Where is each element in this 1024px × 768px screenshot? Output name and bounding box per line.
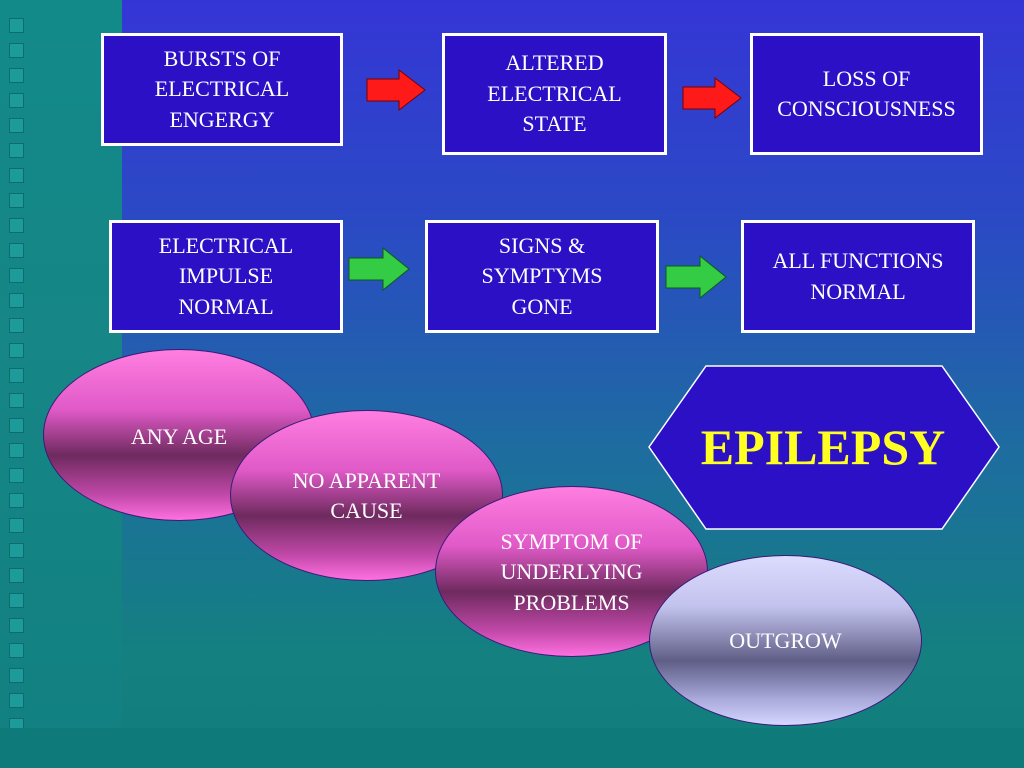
box-label: BURSTS OF ELECTRICAL ENGERGY xyxy=(154,45,290,132)
stripe-square xyxy=(9,543,24,558)
stripe-square xyxy=(9,243,24,258)
epilepsy-title: EPILEPSY xyxy=(700,419,946,475)
box-label: LOSS OF CONSCIOUSNESS xyxy=(777,65,956,121)
box-loss-of-consciousness: LOSS OF CONSCIOUSNESS xyxy=(750,33,983,155)
right-arrow-green-icon xyxy=(665,255,727,299)
right-arrow-green-icon xyxy=(348,247,410,291)
epilepsy-hexagon xyxy=(648,365,1000,530)
box-label: ELECTRICAL IMPULSE NORMAL xyxy=(158,232,294,319)
stripe-square xyxy=(9,118,24,133)
stripe-square xyxy=(9,43,24,58)
stripe-square xyxy=(9,468,24,483)
stripe-square xyxy=(9,393,24,408)
stripe-square xyxy=(9,218,24,233)
stripe-square xyxy=(9,193,24,208)
box-altered-electrical-state: ALTERED ELECTRICAL STATE xyxy=(442,33,667,155)
right-arrow-red-icon xyxy=(682,77,742,119)
ellipse-label: NO APPARENT CAUSE xyxy=(292,468,441,524)
stripe-square xyxy=(9,143,24,158)
box-all-functions-normal: ALL FUNCTIONS NORMAL xyxy=(741,220,975,333)
stripe-square xyxy=(9,168,24,183)
box-label: ALTERED ELECTRICAL STATE xyxy=(487,50,622,137)
stripe-square xyxy=(9,493,24,508)
stripe-square xyxy=(9,93,24,108)
stripe-square xyxy=(9,18,24,33)
ellipse-label: OUTGROW xyxy=(729,628,842,653)
ellipse-label: ANY AGE xyxy=(130,424,228,449)
stripe-square xyxy=(9,293,24,308)
box-label: SIGNS & SYMPTYMS GONE xyxy=(481,232,603,319)
stripe-square xyxy=(9,368,24,383)
box-bursts-of-electrical-energy: BURSTS OF ELECTRICAL ENGERGY xyxy=(101,33,343,146)
stripe-square xyxy=(9,518,24,533)
box-electrical-impulse-normal: ELECTRICAL IMPULSE NORMAL xyxy=(109,220,343,333)
stripe-square xyxy=(9,318,24,333)
ellipse-symptom-of-underlying-problems: SYMPTOM OF UNDERLYING PROBLEMS xyxy=(435,486,708,657)
stripe-square xyxy=(9,418,24,433)
stripe-square xyxy=(9,593,24,608)
stripe-square xyxy=(9,643,24,658)
right-arrow-red-icon xyxy=(366,69,426,111)
ellipse-label: SYMPTOM OF UNDERLYING PROBLEMS xyxy=(500,529,643,615)
box-label: ALL FUNCTIONS NORMAL xyxy=(772,248,944,304)
stripe-square xyxy=(9,68,24,83)
stripe-square xyxy=(9,268,24,283)
stripe-square xyxy=(9,568,24,583)
stripe-square xyxy=(9,693,24,708)
stripe-square xyxy=(9,343,24,358)
stripe-square xyxy=(9,618,24,633)
ellipse-outgrow: OUTGROW xyxy=(649,555,922,726)
bottom-bar xyxy=(0,728,1024,768)
box-signs-symptoms-gone: SIGNS & SYMPTYMS GONE xyxy=(425,220,659,333)
stripe-square xyxy=(9,443,24,458)
stripe-square xyxy=(9,668,24,683)
